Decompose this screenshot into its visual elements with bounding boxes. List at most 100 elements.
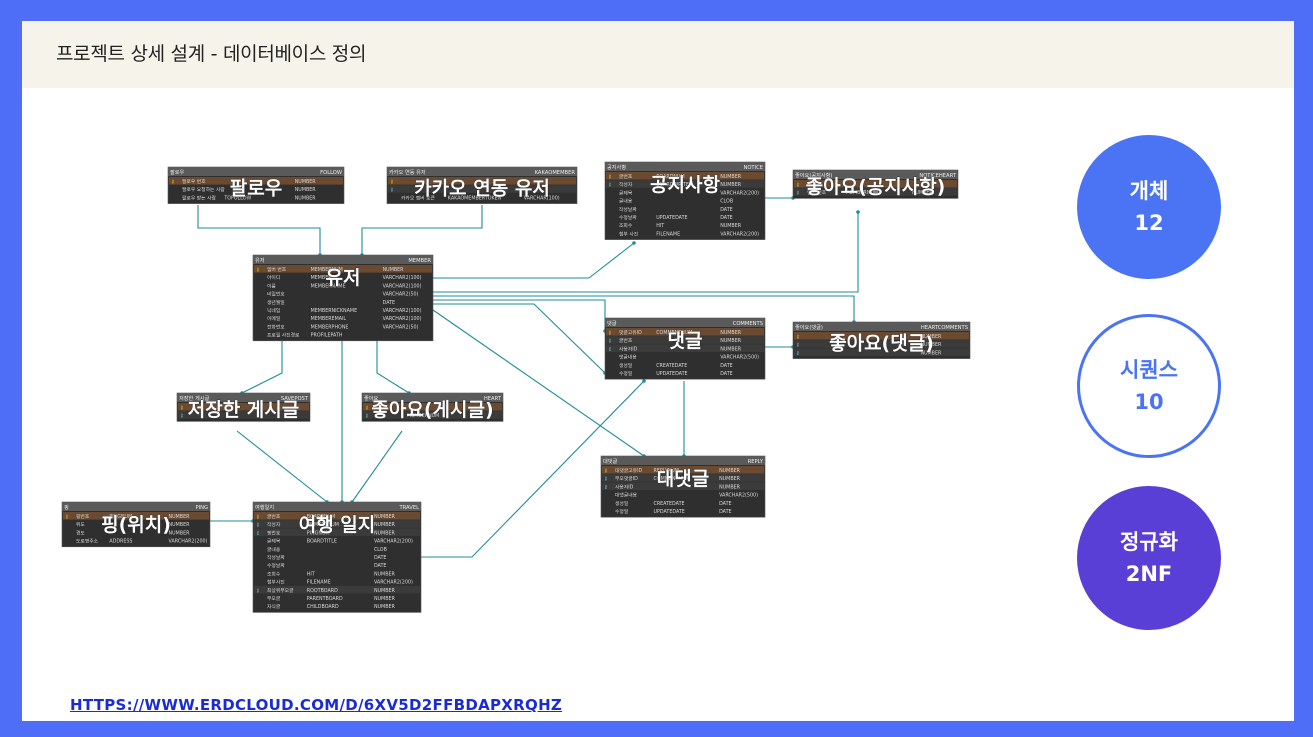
column-logical-name: 프로필 사진경로 — [267, 332, 300, 339]
table-overlay-label: 여행 일지 — [299, 514, 376, 536]
sequence-count-badge: 시퀀스 10 — [1077, 314, 1221, 458]
table-logical-name: 여행일지 — [255, 503, 274, 511]
table-physical-name: PING — [195, 505, 208, 511]
key-row — [794, 332, 969, 340]
key-row — [254, 265, 432, 273]
column-type: NUMBER — [295, 195, 317, 201]
column-logical-name: 글제목 — [267, 538, 281, 545]
column-logical-name: 수정날짜 — [267, 562, 285, 569]
key-row — [254, 520, 420, 528]
column-logical-name: 부모글 — [267, 596, 281, 602]
column-type: NUMBER — [169, 530, 191, 536]
table-overlay-label: 저장한 게시글 — [188, 399, 300, 421]
key-row — [606, 328, 764, 336]
column-logical-name: 생년월일 — [267, 299, 285, 306]
column-logical-name: 멤버 번호 — [807, 189, 827, 196]
primary-key-icon: ⚷ — [171, 179, 175, 185]
column-physical-name: UPDATEDATE — [656, 371, 687, 377]
table-header — [362, 393, 503, 402]
column-logical-name: 도로명주소 — [76, 538, 99, 545]
column-type: NUMBER — [374, 571, 396, 577]
table-physical-name: FOLLOW — [320, 170, 342, 176]
table-physical-name: REPLY — [748, 459, 764, 465]
table-overlay-label: 좋아요(게시글) — [371, 399, 493, 421]
foreign-key-icon: ⚷ — [604, 476, 608, 482]
column-type: DATE — [383, 300, 395, 306]
column-logical-name: 수정날짜 — [619, 214, 637, 221]
key-row — [602, 482, 764, 490]
relationship-line — [361, 205, 483, 255]
key-row — [606, 336, 764, 344]
column-physical-name: CREATEDATE — [653, 501, 684, 507]
column-type: NUMBER — [720, 223, 742, 229]
column-logical-name: 최상위부모글 — [267, 587, 294, 594]
key-row — [794, 340, 969, 348]
table-physical-name: NOTICE — [743, 165, 763, 171]
column-type: DATE — [720, 207, 732, 213]
column-type: DATE — [719, 501, 731, 507]
column-type: DATE — [719, 509, 731, 515]
column-physical-name: COMMENTNUM — [656, 330, 692, 336]
column-physical-name: MEMBERID — [311, 275, 337, 281]
table-physical-name: HEARTCOMMENTS — [921, 325, 968, 331]
column-logical-name: 이메일 — [267, 315, 280, 322]
table-header — [62, 502, 210, 511]
erdcloud-link[interactable]: HTTPS://WWW.ERDCLOUD.COM/D/6XV5D2FFBDAPX… — [70, 696, 563, 714]
column-type: VARCHAR2(50) — [383, 292, 419, 298]
table-physical-name: KAKAOMEMBER — [535, 170, 576, 176]
entity-table-heartcomments[interactable]: 좋아요(댓글)HEARTCOMMENTS⚷NUMBER⚷NUMBER⚷NUMBE… — [792, 321, 971, 359]
column-type: NUMBER — [912, 190, 934, 196]
relationship-line — [433, 299, 606, 331]
column-physical-name: UPDATEDATE — [653, 509, 684, 515]
column-type: NUMBER — [720, 174, 742, 180]
column-logical-name: 조회수 — [619, 222, 633, 229]
relationship-line — [197, 205, 321, 255]
table-logical-name: 공지사항 — [607, 163, 626, 171]
column-logical-name: 부모댓글ID — [615, 475, 638, 482]
stat-label: 시퀀스 — [1120, 358, 1178, 382]
column-type: NUMBER — [920, 334, 942, 340]
column-logical-name: 수정일 — [619, 370, 632, 377]
table-header — [253, 502, 421, 511]
primary-key-icon: ⚷ — [608, 330, 612, 336]
relationship-line — [433, 303, 606, 374]
column-physical-name: BOARDTITLE — [307, 539, 337, 545]
column-logical-name: 글번호 — [267, 513, 281, 520]
primary-key-icon: ⚷ — [256, 267, 260, 273]
column-logical-name: 사용자ID — [619, 345, 638, 352]
slide-header: 프로젝트 상세 설계 - 데이터베이스 정의 — [22, 21, 1294, 88]
column-logical-name: 핑번호 — [76, 513, 90, 520]
column-type: VARCHAR(100) — [524, 195, 560, 201]
key-row — [254, 512, 420, 520]
column-logical-name: 멤버 번호 — [267, 266, 287, 273]
column-physical-name: BOARDNUM — [307, 514, 335, 520]
column-physical-name: PROFILEPATH — [311, 333, 343, 339]
table-header — [168, 167, 344, 176]
stat-label: 개체 — [1129, 179, 1169, 203]
table-overlay-label: 핑(위치) — [101, 514, 171, 536]
table-logical-name: 팔로우 — [170, 169, 185, 176]
column-logical-name: 작성자 — [619, 181, 633, 188]
table-physical-name: HEART — [484, 396, 502, 402]
key-row — [606, 344, 764, 352]
entity-count-badge: 개체 12 — [1077, 135, 1221, 279]
key-row — [606, 172, 764, 180]
table-physical-name: COMMENTS — [733, 321, 763, 327]
column-logical-name: 생성일 — [619, 362, 632, 369]
table-logical-name: 좋아요 — [364, 394, 379, 402]
column-logical-name: 자식글 — [267, 603, 281, 610]
column-type: VARCHAR2(200) — [720, 231, 759, 237]
column-physical-name: FILENAME — [656, 231, 680, 237]
